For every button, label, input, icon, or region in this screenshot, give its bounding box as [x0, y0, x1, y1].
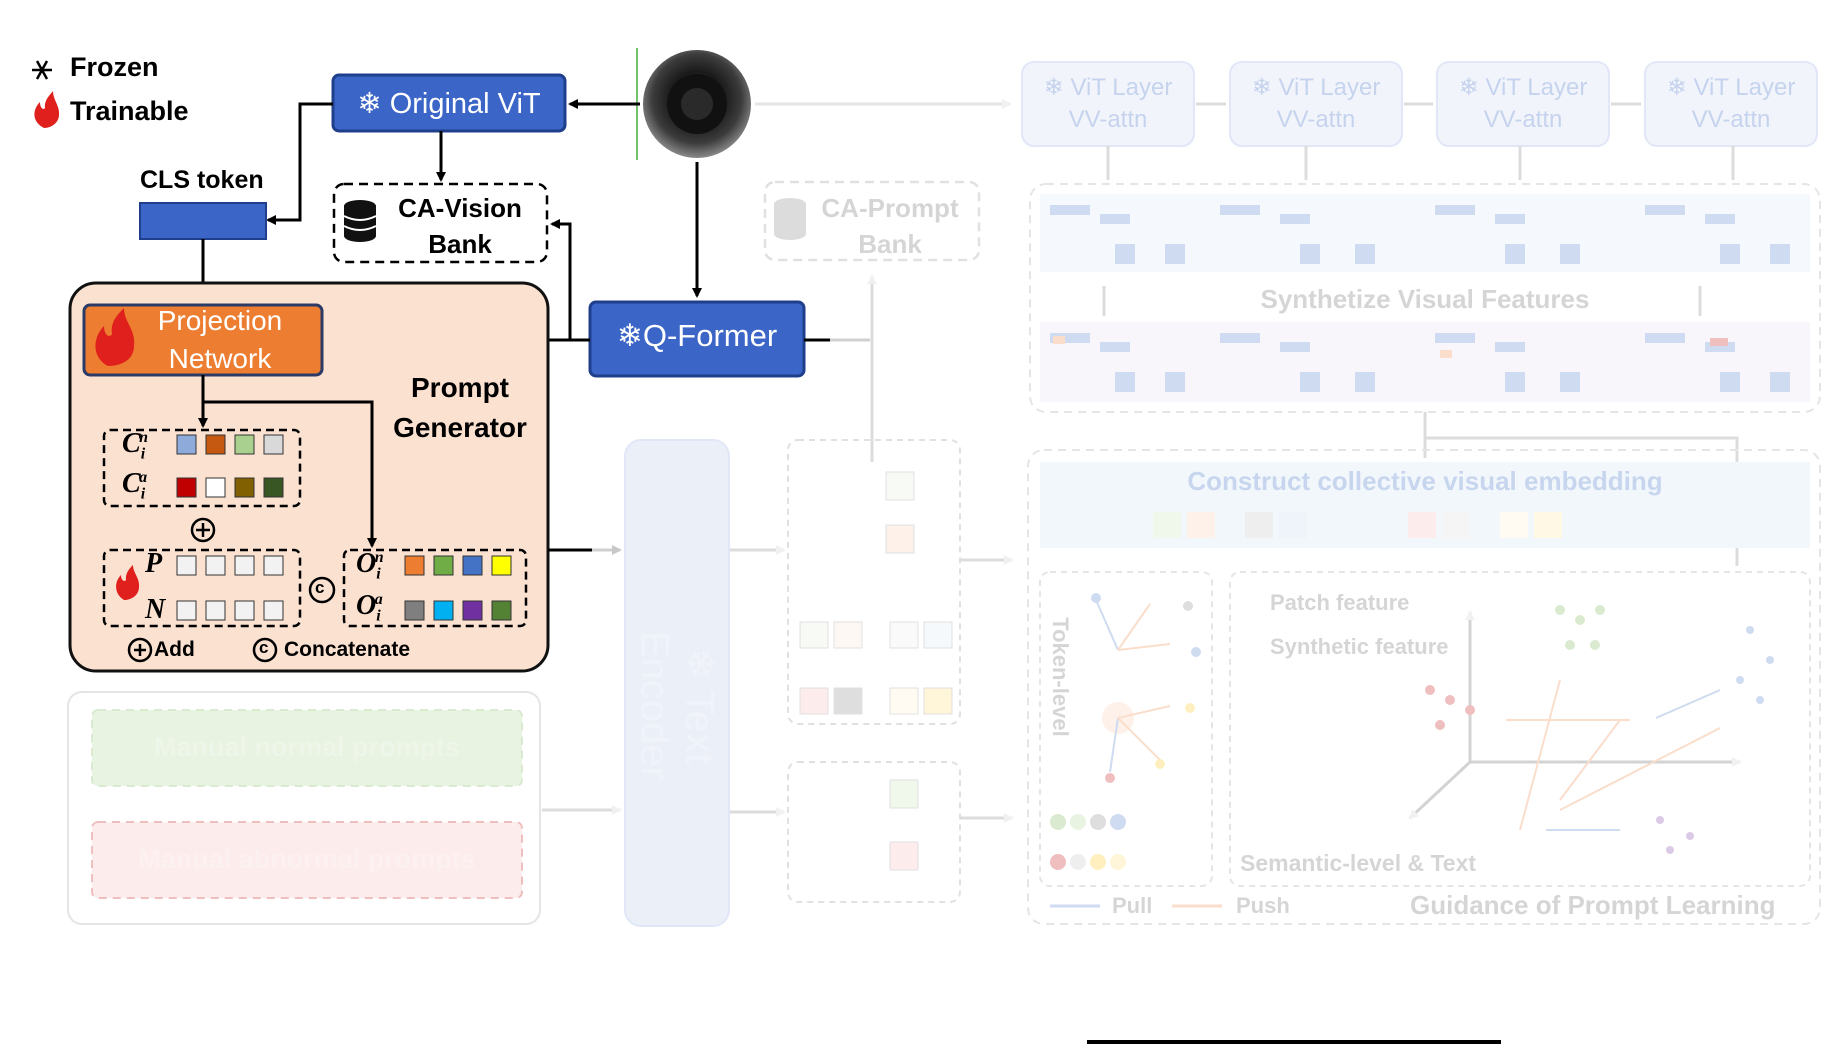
add-legend-label: Add: [154, 638, 195, 661]
synthetic-feature-label: Synthetic feature: [1270, 634, 1449, 659]
q-former-label: ❄Q-Former: [616, 318, 778, 353]
concat-operator-icon: [308, 576, 336, 604]
snowflake-icon: [32, 60, 52, 80]
learnable-tokens-box: [102, 548, 302, 628]
legend-trainable-label: Trainable: [70, 96, 189, 126]
context-tokens-box: [102, 428, 302, 508]
flame-icon: [34, 91, 60, 128]
c-normal-label: Cin: [122, 428, 149, 463]
snowflake-icon: ❄: [1666, 74, 1694, 101]
o-abnormal-label: Oia: [356, 590, 383, 625]
construct-label: Construct collective visual embedding: [1187, 466, 1663, 496]
snowflake-icon: ❄: [677, 646, 722, 691]
projection-network-label: Projection Network: [157, 305, 283, 374]
legend-frozen-label: Frozen: [70, 52, 159, 82]
divider-bar: [1087, 1040, 1501, 1044]
prompt-generator-label: Prompt Generator: [393, 372, 527, 443]
cls-token-label: CLS token: [140, 166, 264, 194]
guidance-label: Guidance of Prompt Learning: [1410, 890, 1776, 920]
o-normal-label: Oin: [356, 548, 384, 583]
token-level-label: Token-level: [1048, 617, 1073, 737]
input-image: [636, 48, 751, 160]
cls-token-bar: [139, 202, 267, 240]
snowflake-icon: ❄: [357, 88, 390, 120]
concat-legend-symbol: c: [259, 638, 269, 657]
original-vit-label: ❄ Original ViT: [357, 88, 541, 120]
flame-icon: [95, 308, 135, 366]
add-operator-icon: [190, 517, 216, 543]
flame-icon: [116, 565, 140, 600]
ca-vision-bank-label: CA-Vision Bank: [398, 193, 522, 259]
p-label: P: [145, 548, 163, 579]
semantic-level-label: Semantic-level & Text: [1240, 850, 1477, 876]
ca-prompt-bank-label: CA-Prompt Bank: [821, 193, 959, 259]
concat-legend-label: Concatenate: [284, 638, 411, 661]
ca-vision-bank-box: [332, 182, 549, 264]
push-label: Push: [1236, 893, 1290, 918]
output-tokens-box: [342, 548, 528, 628]
synthetize-label: Synthetize Visual Features: [1260, 284, 1590, 314]
manual-normal-label: Manual normal prompts: [153, 732, 461, 762]
snowflake-icon: ❄: [1043, 74, 1071, 101]
manual-abnormal-label: Manual abnormal prompts: [138, 844, 476, 874]
patch-feature-label: Patch feature: [1270, 590, 1410, 615]
pull-label: Pull: [1112, 893, 1153, 918]
text-encoder-label: ❄ Text Encoder: [632, 631, 722, 780]
n-label: N: [145, 594, 166, 625]
snowflake-icon: ❄: [1251, 74, 1279, 101]
database-icon: [343, 200, 377, 242]
snowflake-icon: ❄: [616, 318, 643, 353]
concat-symbol: c: [315, 578, 325, 597]
c-abnormal-label: Cia: [122, 468, 148, 503]
snowflake-icon: ❄: [1458, 74, 1486, 101]
